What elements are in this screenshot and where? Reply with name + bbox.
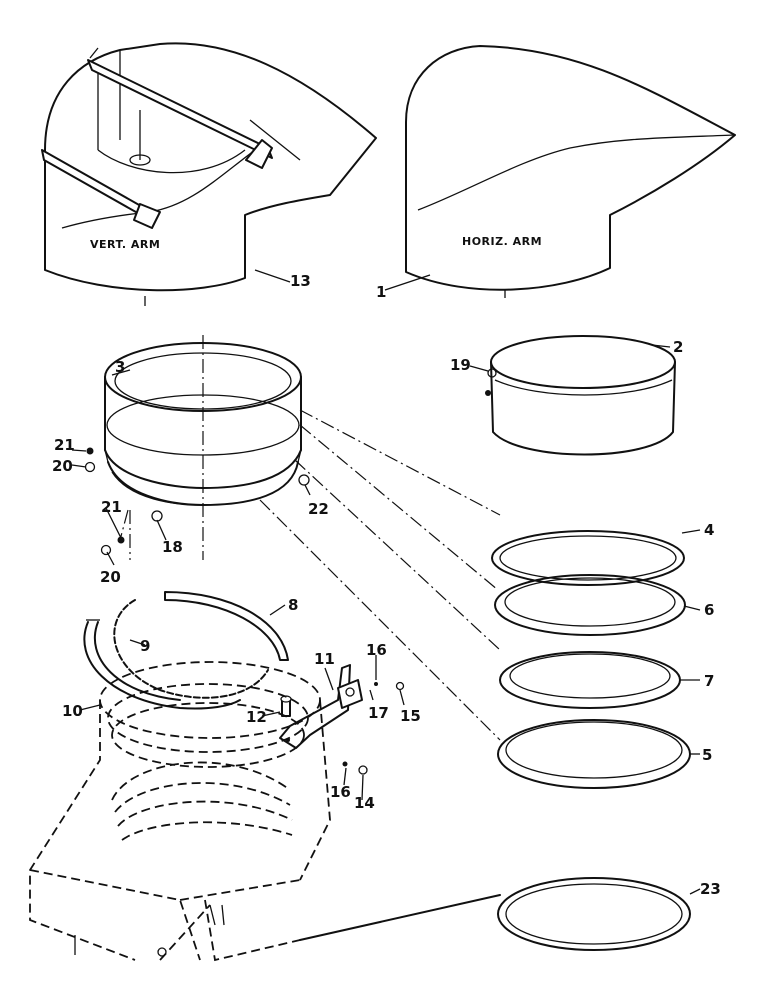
callout-9: 9 <box>140 637 150 655</box>
callout-17: 17 <box>368 704 389 722</box>
horiz-arm-label: HORIZ. ARM <box>462 235 542 248</box>
ring-6 <box>494 574 686 636</box>
callout-16-bottom: 16 <box>330 783 351 801</box>
callout-13: 13 <box>290 272 311 290</box>
callout-10: 10 <box>62 702 83 720</box>
alignment-lines <box>119 409 501 741</box>
ring-4 <box>491 530 685 586</box>
callout-12: 12 <box>246 708 267 726</box>
callout-numbers: 1 2 3 4 5 6 7 8 9 10 11 12 13 14 15 16 1… <box>52 272 721 898</box>
callout-23: 23 <box>700 880 721 898</box>
callout-1: 1 <box>376 283 386 301</box>
ring-7 <box>499 651 681 709</box>
chain-9 <box>113 599 269 699</box>
horizontal-arm-housing: HORIZ. ARM <box>405 45 736 298</box>
callout-4: 4 <box>704 521 714 539</box>
callout-14: 14 <box>354 794 375 812</box>
pin-12 <box>280 695 292 717</box>
callout-6: 6 <box>704 601 714 619</box>
callout-18: 18 <box>162 538 183 556</box>
cylinder-sleeve <box>490 335 676 456</box>
phantom-base-housing <box>29 661 501 962</box>
callout-11: 11 <box>314 650 335 668</box>
callout-2: 2 <box>673 338 683 356</box>
callout-15: 15 <box>400 707 421 725</box>
callout-21-top: 21 <box>54 436 75 454</box>
band-10 <box>83 619 241 710</box>
callout-20-top: 20 <box>52 457 73 475</box>
small-fasteners <box>84 368 497 775</box>
callout-22: 22 <box>308 500 329 518</box>
vertical-arm-housing: VERT. ARM <box>41 42 377 306</box>
vert-arm-label: VERT. ARM <box>90 238 160 251</box>
callout-5: 5 <box>702 746 712 764</box>
callout-7: 7 <box>704 672 714 690</box>
callout-20-bottom: 20 <box>100 568 121 586</box>
band-8 <box>164 591 289 661</box>
callout-19: 19 <box>450 356 471 374</box>
callout-3: 3 <box>115 358 125 376</box>
ring-5 <box>497 719 691 789</box>
callout-21-bottom: 21 <box>101 498 122 516</box>
leader-lines <box>71 269 701 895</box>
base-ring-assembly <box>104 335 302 560</box>
bracket-11 <box>279 664 363 749</box>
callout-16-top: 16 <box>366 641 387 659</box>
ring-23 <box>497 877 691 951</box>
callout-8: 8 <box>288 596 298 614</box>
